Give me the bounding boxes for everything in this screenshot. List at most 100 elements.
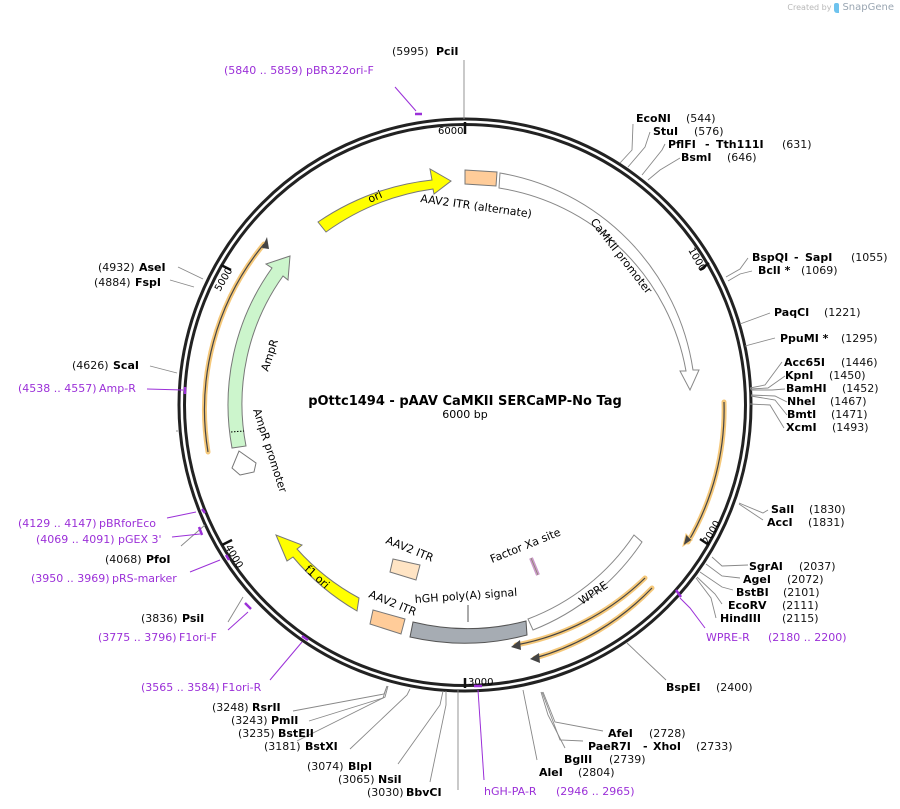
primer-site[interactable]: (3565 .. 3584)F1ori-R — [141, 681, 262, 694]
enzyme-site[interactable]: (4068)PfoI — [105, 553, 171, 566]
enzyme-site[interactable]: (3235)BstEII — [238, 727, 314, 740]
svg-text:(1221): (1221) — [824, 306, 861, 319]
feature-aav2-itr-outer[interactable] — [369, 609, 406, 635]
svg-text:XhoI: XhoI — [653, 740, 681, 753]
snapgene-logo-icon — [834, 2, 840, 13]
svg-text:StuI: StuI — [653, 125, 678, 138]
primer-site[interactable]: hGH-PA-R(2946 .. 2965) — [484, 785, 635, 798]
svg-text:(2072): (2072) — [787, 573, 824, 586]
enzyme-site[interactable]: AfeI(2728) — [608, 727, 686, 740]
primer-site[interactable]: (3775 .. 3796)F1ori-F — [98, 631, 217, 644]
feature-f1-ori[interactable] — [275, 534, 360, 612]
enzyme-site[interactable]: (3181)BstXI — [264, 740, 338, 753]
feature-wpre[interactable] — [527, 534, 643, 631]
svg-text:(2733): (2733) — [696, 740, 733, 753]
svg-text:-: - — [794, 251, 799, 264]
watermark-brand: SnapGene — [842, 2, 894, 13]
enzyme-site[interactable]: (3074)BlpI — [307, 760, 372, 773]
enzyme-site[interactable]: PaqCI(1221) — [774, 306, 861, 319]
enzyme-site[interactable]: BspEI(2400) — [666, 681, 753, 694]
feature-ampr[interactable] — [227, 255, 291, 449]
svg-text:NsiI: NsiI — [378, 773, 402, 786]
svg-text:BglII: BglII — [564, 753, 592, 766]
svg-text:PmlI: PmlI — [271, 714, 298, 727]
enzyme-site[interactable]: BsmI(646) — [681, 151, 757, 164]
svg-text:PpuMI *: PpuMI * — [780, 332, 829, 345]
svg-text:(4069 .. 4091): (4069 .. 4091) — [36, 533, 115, 546]
enzyme-site[interactable]: BclI *(1069) — [758, 264, 838, 277]
enzyme-site[interactable]: (3248)RsrII — [212, 701, 281, 714]
enzyme-site[interactable]: PflFI- Tth111I(631) — [668, 138, 812, 151]
svg-text:Acc65I: Acc65I — [784, 356, 825, 369]
enzyme-site[interactable]: EcoRV(2111) — [728, 599, 819, 612]
feature-label-aav2-itr-alternate: AAV2 ITR (alternate) — [420, 192, 533, 221]
feature-aav2-itr-inner[interactable] — [389, 558, 421, 581]
feature-ampr-promoter[interactable] — [231, 450, 257, 476]
svg-text:F1ori-F: F1ori-F — [179, 631, 217, 644]
enzyme-site[interactable]: AgeI(2072) — [743, 573, 824, 586]
svg-text:(576): (576) — [694, 125, 724, 138]
svg-text:(4538 .. 4557): (4538 .. 4557) — [18, 382, 97, 395]
enzyme-site[interactable]: HindIII(2115) — [720, 612, 819, 625]
svg-text:Amp-R: Amp-R — [99, 382, 136, 395]
enzyme-site[interactable]: BglII(2739) — [564, 753, 646, 766]
svg-text:PflFI: PflFI — [668, 138, 696, 151]
feature-ori[interactable] — [317, 168, 452, 233]
enzyme-site[interactable]: (3243)PmlI — [231, 714, 298, 727]
svg-text:(1452): (1452) — [842, 382, 879, 395]
feature-camkii-promoter[interactable] — [498, 172, 700, 392]
watermark-prefix: Created by — [787, 3, 832, 12]
primer-site[interactable]: (5840 .. 5859)pBR322ori-F — [224, 64, 374, 77]
primer-site[interactable]: (4069 .. 4091)pGEX 3' — [36, 533, 162, 546]
orf-arrow-right[interactable] — [685, 399, 727, 545]
enzyme-site[interactable]: SalI(1830) — [771, 503, 846, 516]
enzyme-site[interactable]: XcmI(1493) — [786, 421, 869, 434]
svg-text:(2101): (2101) — [783, 586, 820, 599]
enzyme-site[interactable]: BamHI(1452) — [786, 382, 879, 395]
enzyme-site[interactable]: PpuMI *(1295) — [780, 332, 878, 345]
svg-text:ScaI: ScaI — [113, 359, 139, 372]
enzyme-site[interactable]: KpnI(1450) — [785, 369, 866, 382]
svg-text:EcoNI: EcoNI — [636, 112, 671, 125]
enzyme-site[interactable]: (4626)ScaI — [72, 359, 139, 372]
primer-site[interactable]: (4129 .. 4147)pBRforEco — [18, 517, 156, 530]
feature-aav2-itr-alternate[interactable] — [464, 169, 498, 187]
enzyme-site[interactable]: PaeR7I- XhoI(2733) — [588, 740, 733, 753]
svg-text:(631): (631) — [782, 138, 812, 151]
plasmid-title: pOttc1494 - pAAV CaMKII SERCaMP-No Tag — [308, 394, 622, 409]
enzyme-site[interactable]: AleI(2804) — [539, 766, 615, 779]
primer-site[interactable]: (4538 .. 4557)Amp-R — [18, 382, 136, 395]
svg-text:(1446): (1446) — [841, 356, 878, 369]
svg-text:(2804): (2804) — [578, 766, 615, 779]
svg-text:PciI: PciI — [436, 45, 458, 58]
primer-site[interactable]: (3950 .. 3969)pRS-marker — [31, 572, 177, 585]
enzyme-site[interactable]: (3030)BbvCI — [367, 786, 442, 799]
svg-text:BstBI: BstBI — [736, 586, 769, 599]
enzyme-site[interactable]: AccI(1831) — [767, 516, 845, 529]
tick-label-6000: 6000 — [438, 126, 463, 137]
enzyme-site[interactable]: (3065)NsiI — [338, 773, 402, 786]
enzyme-site[interactable]: SgrAI(2037) — [749, 560, 836, 573]
svg-text:SapI: SapI — [805, 251, 832, 264]
enzyme-site[interactable]: BstBI (2101) — [736, 586, 820, 599]
enzyme-site[interactable]: (4884)FspI — [94, 276, 161, 289]
enzyme-site[interactable]: StuI (576) — [653, 125, 724, 138]
enzyme-site[interactable]: (5995)PciI — [392, 45, 458, 58]
svg-text:SgrAI: SgrAI — [749, 560, 783, 573]
primer-site[interactable]: WPRE-R(2180 .. 2200) — [706, 631, 847, 644]
enzyme-site[interactable]: Acc65I (1446) — [784, 356, 878, 369]
svg-text:RsrII: RsrII — [252, 701, 281, 714]
svg-text:(1493): (1493) — [832, 421, 869, 434]
svg-text:KpnI: KpnI — [785, 369, 813, 382]
svg-text:(3243): (3243) — [231, 714, 268, 727]
enzyme-site[interactable]: (4932)AseI — [98, 261, 166, 274]
enzyme-site[interactable]: BmtI(1471) — [787, 408, 868, 421]
enzyme-site[interactable]: NheI(1467) — [787, 395, 867, 408]
enzyme-site[interactable]: BspQI- SapI(1055) — [752, 251, 888, 264]
svg-text:BmtI: BmtI — [787, 408, 816, 421]
feature-hgh-polya-signal[interactable] — [409, 620, 528, 644]
svg-text:-: - — [643, 740, 648, 753]
svg-text:SalI: SalI — [771, 503, 794, 516]
enzyme-site[interactable]: (3836)PsiI — [141, 612, 204, 625]
enzyme-site[interactable]: EcoNI(544) — [636, 112, 716, 125]
